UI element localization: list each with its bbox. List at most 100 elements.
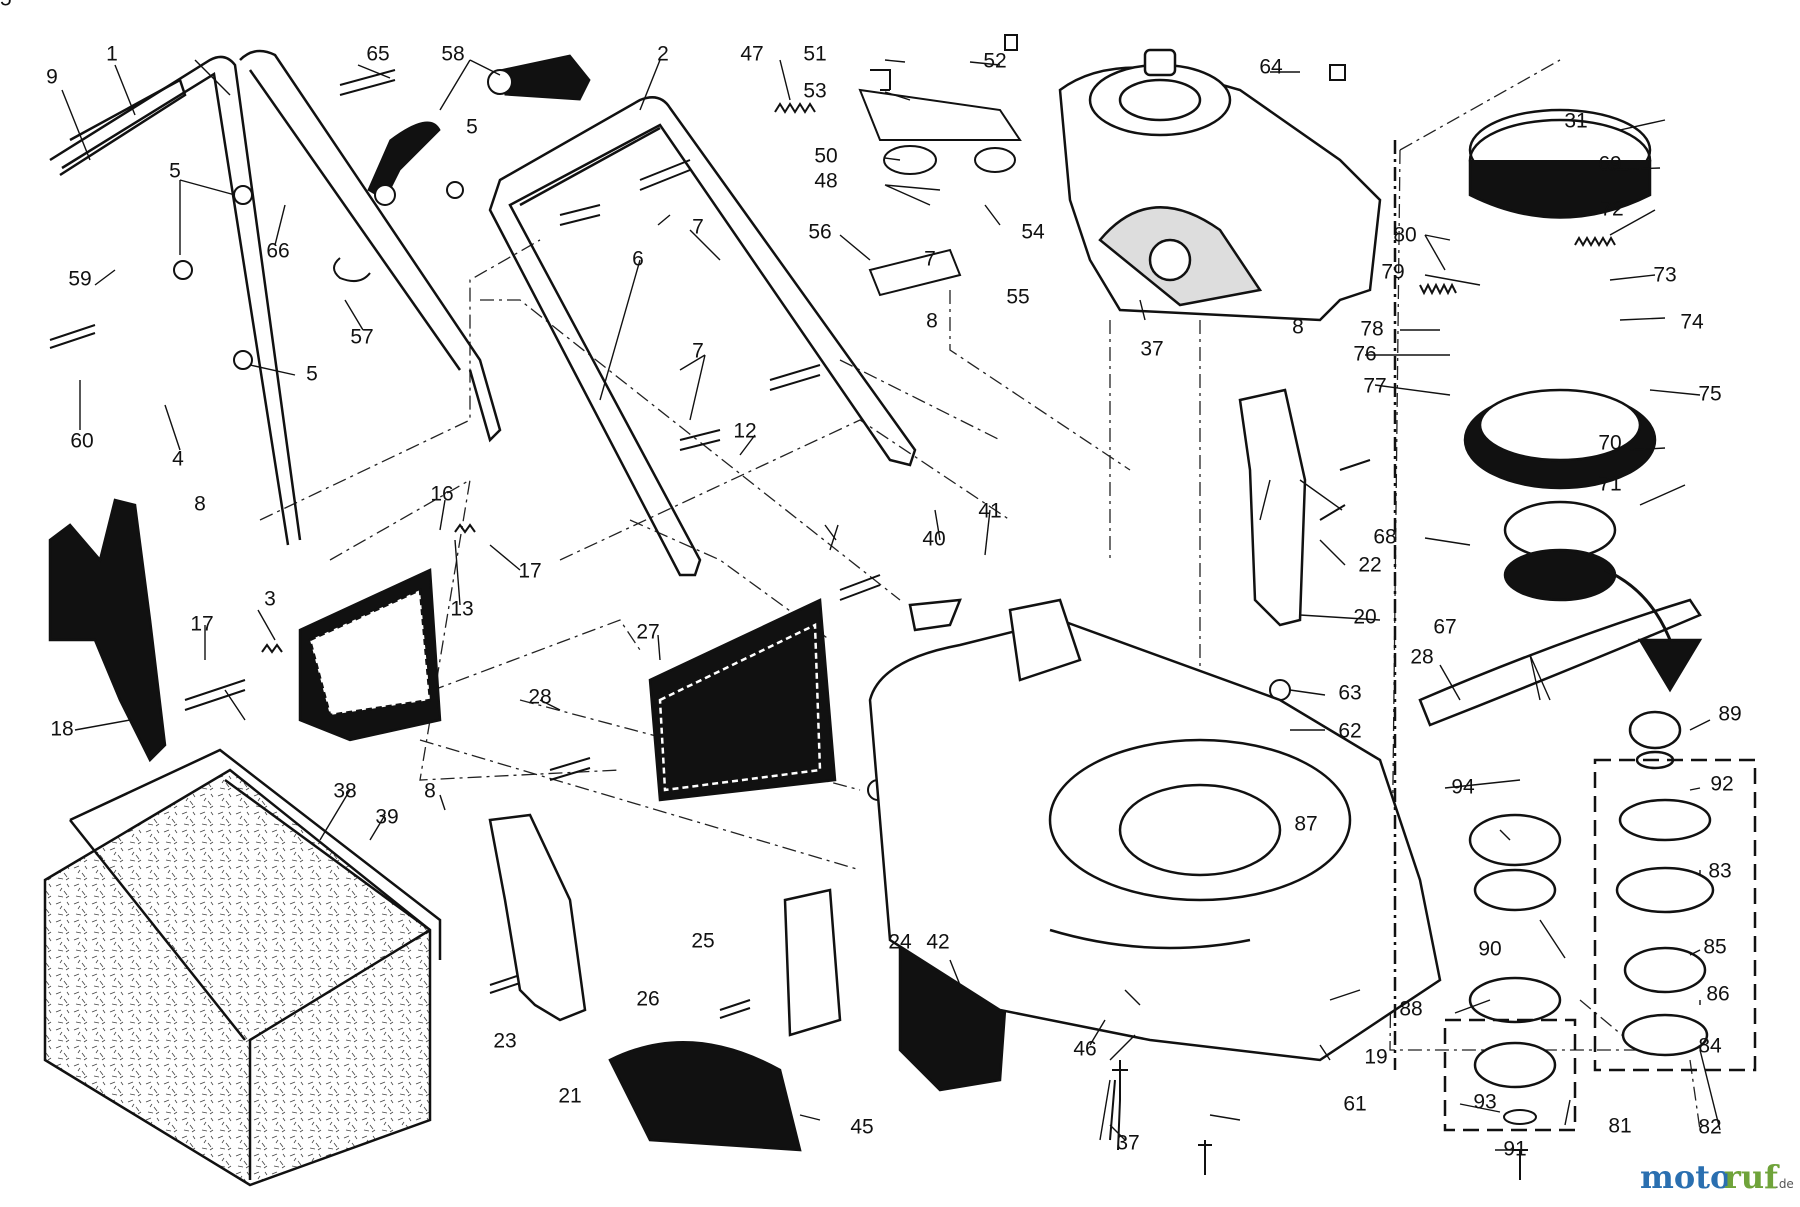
part-number-label: 17 [518,560,541,583]
part-number-label: 70 [1598,432,1621,455]
part-number-label: 57 [350,326,373,349]
part-number-label: 19 [1364,1046,1387,1069]
engine [1058,48,1382,322]
part-number-label: 83 [1708,860,1731,883]
part-number-label: 84 [1698,1035,1722,1058]
part-number-label: 8 [194,493,206,516]
part-number-label: 48 [814,170,837,193]
part-number-label: 82 [1698,1116,1721,1139]
part-number-label: 81 [1608,1115,1631,1138]
part-number-label: 8 [1292,316,1304,339]
part-number-label: 63 [1338,682,1361,705]
part-number-label: 64 [1259,56,1283,79]
part-number-label: 1 [106,43,118,66]
svg-text:moto: moto [1640,1158,1731,1196]
springs-and-small-parts [261,34,1616,654]
part-number-label: 51 [803,43,826,66]
part-number-label: 18 [50,718,73,741]
part-number-label: 55 [1006,286,1029,309]
part-number-label: 5 [306,363,318,386]
part-number-label: 45 [850,1116,873,1139]
part-number-label: 59 [68,268,91,291]
part-number-label: 80 [1393,224,1416,247]
assembly-dashed-lines [259,59,1701,1131]
part-number-label: 7 [924,248,936,271]
part-number-label: 87 [1294,813,1317,836]
brand-logo: moto ruf .de [1640,1158,1794,1196]
part-number-label: 23 [493,1030,516,1053]
part-number-label: 5 [466,116,478,139]
part-number-label: 75 [1698,383,1721,406]
part-number-label: 24 [888,931,912,954]
part-number-label: 27 [636,621,659,644]
part-number-label: 68 [1373,526,1396,549]
part-number-label: 47 [740,43,763,66]
part-number-label: 79 [1381,261,1404,284]
part-number-label: 2 [657,43,669,66]
part-number-label: 69 [1598,153,1621,176]
svg-text:.de: .de [1775,1177,1794,1191]
handle-grips [367,54,591,206]
part-number-label: 21 [558,1085,581,1108]
blade-brake-assembly [1393,108,1715,1089]
part-number-label: 95 [0,0,12,11]
grass-bag [43,748,442,1187]
part-number-label: 28 [528,686,551,709]
part-number-label: 5 [169,160,181,183]
part-number-label: 73 [1653,264,1676,287]
part-number-label: 77 [1363,375,1386,398]
part-number-label: 28 [1410,646,1433,669]
part-number-label: 74 [1680,311,1704,334]
part-number-label: 92 [1710,773,1733,796]
svg-text:ruf: ruf [1724,1158,1780,1196]
part-number-label: 31 [1564,110,1587,133]
part-number-label: 71 [1598,473,1621,496]
part-number-label: 22 [1358,554,1381,577]
part-number-label: 56 [808,221,831,244]
part-number-label: 25 [691,930,714,953]
side-discharge-pieces [48,498,1012,1152]
part-number-label: 52 [983,50,1006,73]
part-number-label: 72 [1600,198,1623,221]
part-number-label: 3 [264,588,276,611]
part-number-label: 8 [926,310,938,333]
part-number-label: 4 [172,448,184,471]
upper-handle-right [488,96,917,577]
part-number-label: 7 [692,340,704,363]
part-number-label: 53 [803,80,826,103]
part-number-label: 78 [1360,318,1383,341]
part-number-label: 26 [636,988,659,1011]
part-number-label: 39 [375,806,398,829]
part-number-label: 88 [1399,998,1422,1021]
part-number-label: 20 [1353,606,1376,629]
part-number-label: 37 [1140,338,1163,361]
label-leader-lines [61,59,1721,1151]
part-number-label: 6 [632,248,644,271]
part-number-label: 65 [366,43,389,66]
part-number-label: 94 [1451,776,1475,799]
part-number-label: 9 [46,66,58,89]
part-number-label: 16 [430,483,453,506]
part-number-label: 7 [692,216,704,239]
part-number-label: 58 [441,43,464,66]
part-number-label: 89 [1718,703,1741,726]
part-number-label: 40 [922,528,945,551]
part-number-label: 54 [1021,221,1045,244]
part-number-label: 61 [1343,1093,1366,1116]
part-number-label: 8 [424,780,436,803]
part-number-label: 13 [450,598,473,621]
part-number-label: 66 [266,240,289,263]
part-number-label: 62 [1338,720,1361,743]
part-number-label: 85 [1703,936,1726,959]
part-number-label: 91 [1503,1138,1526,1161]
lower-handle-left [49,49,502,546]
sub-assembly-boxes [1443,758,1757,1132]
part-number-label: 60 [70,430,93,453]
part-number-label: 38 [333,780,356,803]
part-number-label: 50 [814,145,837,168]
part-number-label: 17 [190,613,213,636]
part-number-label: 42 [926,931,949,954]
height-adjust-brackets [488,388,1307,1022]
